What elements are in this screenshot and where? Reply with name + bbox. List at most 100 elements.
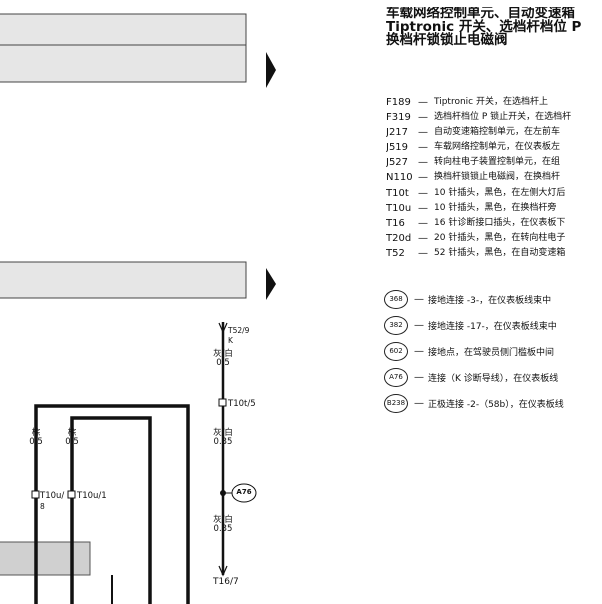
legend-dash: — xyxy=(418,142,428,154)
legend-desc: 选档杆档位 P 锁止开关，在选档杆 xyxy=(434,112,572,123)
top-component-box xyxy=(0,13,247,83)
legend-code: T10u xyxy=(386,202,412,214)
legend-row: F319 — 选档杆档位 P 锁止开关，在选档杆 xyxy=(386,110,602,125)
connector-a76: A76 xyxy=(236,488,252,496)
legend-desc: 换档杆锁锁止电磁阀，在换档杆 xyxy=(434,172,561,183)
connector-t10u-a: T10u/ xyxy=(40,491,65,501)
legend-row: T10u—10 针插头，黑色，在换档杆旁 xyxy=(386,201,602,216)
connector-t16: T16/7 xyxy=(213,577,239,587)
wire-size: 0.35 xyxy=(213,437,233,447)
middle-component-box xyxy=(0,261,247,299)
ref-row: A76 — 连接（K 诊断导线），在仪表板线 xyxy=(384,364,602,390)
wire-color: 棕 xyxy=(67,428,77,438)
connector-t52: T52/9 xyxy=(228,326,250,335)
legend-row: T16—16 针诊断接口插头，在仪表板下 xyxy=(386,216,602,231)
ref-desc: 接地连接 -3-，在仪表板线束中 xyxy=(428,295,552,306)
ref-number-marker: B238 xyxy=(384,393,408,413)
legend-dash: — xyxy=(418,187,428,199)
ref-row: 602 — 接地点，在驾驶员侧门槛板中间 xyxy=(384,338,602,364)
ref-dash: — xyxy=(414,293,424,305)
legend-desc: 16 针诊断接口插头，在仪表板下 xyxy=(434,217,566,228)
legend-desc: 20 针插头，黑色，在转向柱电子 xyxy=(434,232,566,243)
wire-left-outer xyxy=(34,404,190,604)
legend-desc: 52 针插头，黑色，在自动变速箱 xyxy=(434,247,566,258)
wire-color: 棕 xyxy=(31,428,41,438)
reference-legend: 368 — 接地连接 -3-，在仪表板线束中 382 — 接地连接 -17-，在仪表板线束… xyxy=(384,286,602,416)
page-arrow-2 xyxy=(266,268,276,300)
legend-code: N110 xyxy=(386,172,413,184)
connector-t52-pin: K xyxy=(228,336,233,345)
legend-dash: — xyxy=(418,127,428,139)
t10u-a-symbol xyxy=(31,490,40,499)
legend-code: T52 xyxy=(386,247,405,259)
legend-row: J217 — 自动变速箱控制单元，在左前车 xyxy=(386,125,602,140)
legend-code: F189 xyxy=(386,97,411,108)
ref-dash: — xyxy=(414,345,424,357)
legend-dash: — xyxy=(418,157,428,169)
ref-number-marker: 368 xyxy=(384,289,408,309)
t10t-symbol xyxy=(218,398,227,407)
legend-row: J527 — 转向柱电子装置控制单元，在组 xyxy=(386,155,602,170)
ref-row: 382 — 接地连接 -17-，在仪表板线束中 xyxy=(384,312,602,338)
legend-desc: Tiptronic 开关，在选档杆上 xyxy=(434,97,548,107)
wire-label-gw2: 灰/白 0.35 xyxy=(203,429,243,447)
legend-dash: — xyxy=(418,172,428,184)
wire-size: 0.5 xyxy=(65,437,79,447)
legend-desc: 转向柱电子装置控制单元，在组 xyxy=(434,157,561,168)
legend-code: T16 xyxy=(386,217,405,229)
arrow-t16 xyxy=(218,565,228,577)
legend-row: N110 — 换档杆锁锁止电磁阀，在换档杆 xyxy=(386,170,602,185)
title-line-1: 车载网络控制单元、自动变速箱 xyxy=(386,7,575,21)
legend-code: T10t xyxy=(386,187,409,199)
arrow-t52 xyxy=(218,322,228,334)
legend-dash: — xyxy=(418,232,428,244)
bottom-component-box xyxy=(0,541,91,576)
wire-label-left: 棕 0.5 xyxy=(25,429,47,447)
legend-dash: — xyxy=(418,112,428,124)
legend-row: F189 — Tiptronic 开关，在选档杆上 xyxy=(386,95,602,110)
ref-dash: — xyxy=(414,319,424,331)
legend-dash: — xyxy=(418,97,428,108)
connector-t10u-b: T10u/1 xyxy=(77,491,107,501)
ref-number-marker: 382 xyxy=(384,315,408,335)
legend-dash: — xyxy=(418,247,428,259)
legend-row: T20d — 20 针插头，黑色，在转向柱电子 xyxy=(386,231,602,246)
wire-size: 0.5 xyxy=(29,437,43,447)
connector-t10u-a-pin: 8 xyxy=(40,502,45,511)
t10u-b-symbol xyxy=(67,490,76,499)
wire-size: 0.5 xyxy=(216,358,230,368)
legend-code: T20d xyxy=(386,232,412,244)
ref-number-marker: A76 xyxy=(384,367,408,387)
legend-dash: — xyxy=(418,202,428,214)
ref-desc: 正极连接 -2-（58b），在仪表板线 xyxy=(428,399,564,410)
legend-code: J217 xyxy=(386,127,409,139)
wire-left-inner xyxy=(70,416,152,604)
wire-color: 灰/白 xyxy=(213,349,233,359)
ref-desc: 连接（K 诊断导线），在仪表板线 xyxy=(428,373,559,384)
legend-row: J519—车载网络控制单元，在仪表板左 xyxy=(386,140,602,155)
wire-label-gw3: 灰/白 0.35 xyxy=(203,516,243,534)
legend-code: F319 xyxy=(386,112,411,124)
ref-dash: — xyxy=(414,371,424,383)
wire-label-left-inner: 棕 0.5 xyxy=(61,429,83,447)
page-arrow-1 xyxy=(266,52,276,88)
diagram-title: 车载网络控制单元、自动变速箱 Tiptronic 开关、选档杆档位 P 换档杆锁… xyxy=(386,7,602,48)
a76-marker xyxy=(231,483,257,503)
legend-row: T52 — 52 针插头，黑色，在自动变速箱 xyxy=(386,246,602,261)
component-legend: F189 — Tiptronic 开关，在选档杆上 F319 — 选档杆档位 P 锁止开关… xyxy=(386,95,602,261)
title-line-3: 换档杆锁锁止电磁阀 xyxy=(386,32,508,48)
connector-t10t: T10t/5 xyxy=(228,399,256,409)
ref-number-marker: 602 xyxy=(384,341,408,361)
legend-desc: 车载网络控制单元，在仪表板左 xyxy=(434,142,561,153)
wire-size: 0.35 xyxy=(213,524,233,534)
legend-row: T10t — 10 针插头，黑色，在左侧大灯后 xyxy=(386,186,602,201)
legend-code: J527 xyxy=(386,157,409,169)
title-line-2: Tiptronic 开关、选档杆档位 P xyxy=(386,18,582,35)
ref-desc: 接地点，在驾驶员侧门槛板中间 xyxy=(428,347,555,358)
wire-label-gw1: 灰/白 0.5 xyxy=(203,350,243,368)
ref-dash: — xyxy=(414,397,424,409)
legend-desc: 10 针插头，黑色，在左侧大灯后 xyxy=(434,187,566,198)
ref-desc: 接地连接 -17-，在仪表板线束中 xyxy=(428,321,557,332)
legend-desc: 自动变速箱控制单元，在左前车 xyxy=(434,127,561,138)
